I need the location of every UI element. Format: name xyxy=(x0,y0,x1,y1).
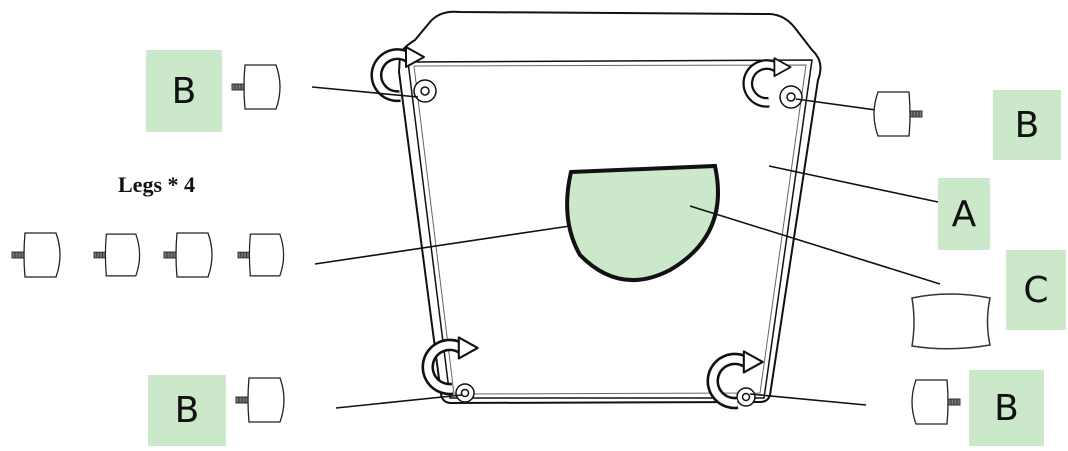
leader-line-c xyxy=(689,205,941,285)
foot-icon xyxy=(163,232,213,278)
leader-line-b-bottom-right xyxy=(749,393,867,406)
foot-icon xyxy=(93,233,141,277)
foot-icon xyxy=(237,233,285,277)
part-c-block xyxy=(911,293,991,350)
foot-icon xyxy=(231,64,281,110)
mount-hole-top-right xyxy=(779,85,803,109)
legs-title: Legs * 4 xyxy=(118,172,195,197)
mount-hole-top-left xyxy=(413,79,437,103)
label-b-top-left: B xyxy=(146,50,222,132)
foot-icon xyxy=(873,91,923,137)
label-b-top-right: B xyxy=(993,90,1061,160)
label-b-bottom-left: B xyxy=(148,375,226,446)
label-b-bottom-right: B xyxy=(969,370,1044,446)
leader-line-b-top-left xyxy=(311,86,419,98)
foot-icon xyxy=(911,379,961,425)
label-c: C xyxy=(1006,250,1066,330)
leader-line-plate xyxy=(314,225,571,265)
mount-hole-bottom-left xyxy=(455,383,475,403)
foot-icon xyxy=(11,232,61,278)
label-a: A xyxy=(938,178,990,250)
mount-hole-bottom-right xyxy=(736,387,756,407)
leader-line-a xyxy=(768,165,939,203)
legs-group xyxy=(11,232,285,278)
foot-icon xyxy=(235,377,285,423)
leader-line-b-bottom-left xyxy=(335,394,463,409)
